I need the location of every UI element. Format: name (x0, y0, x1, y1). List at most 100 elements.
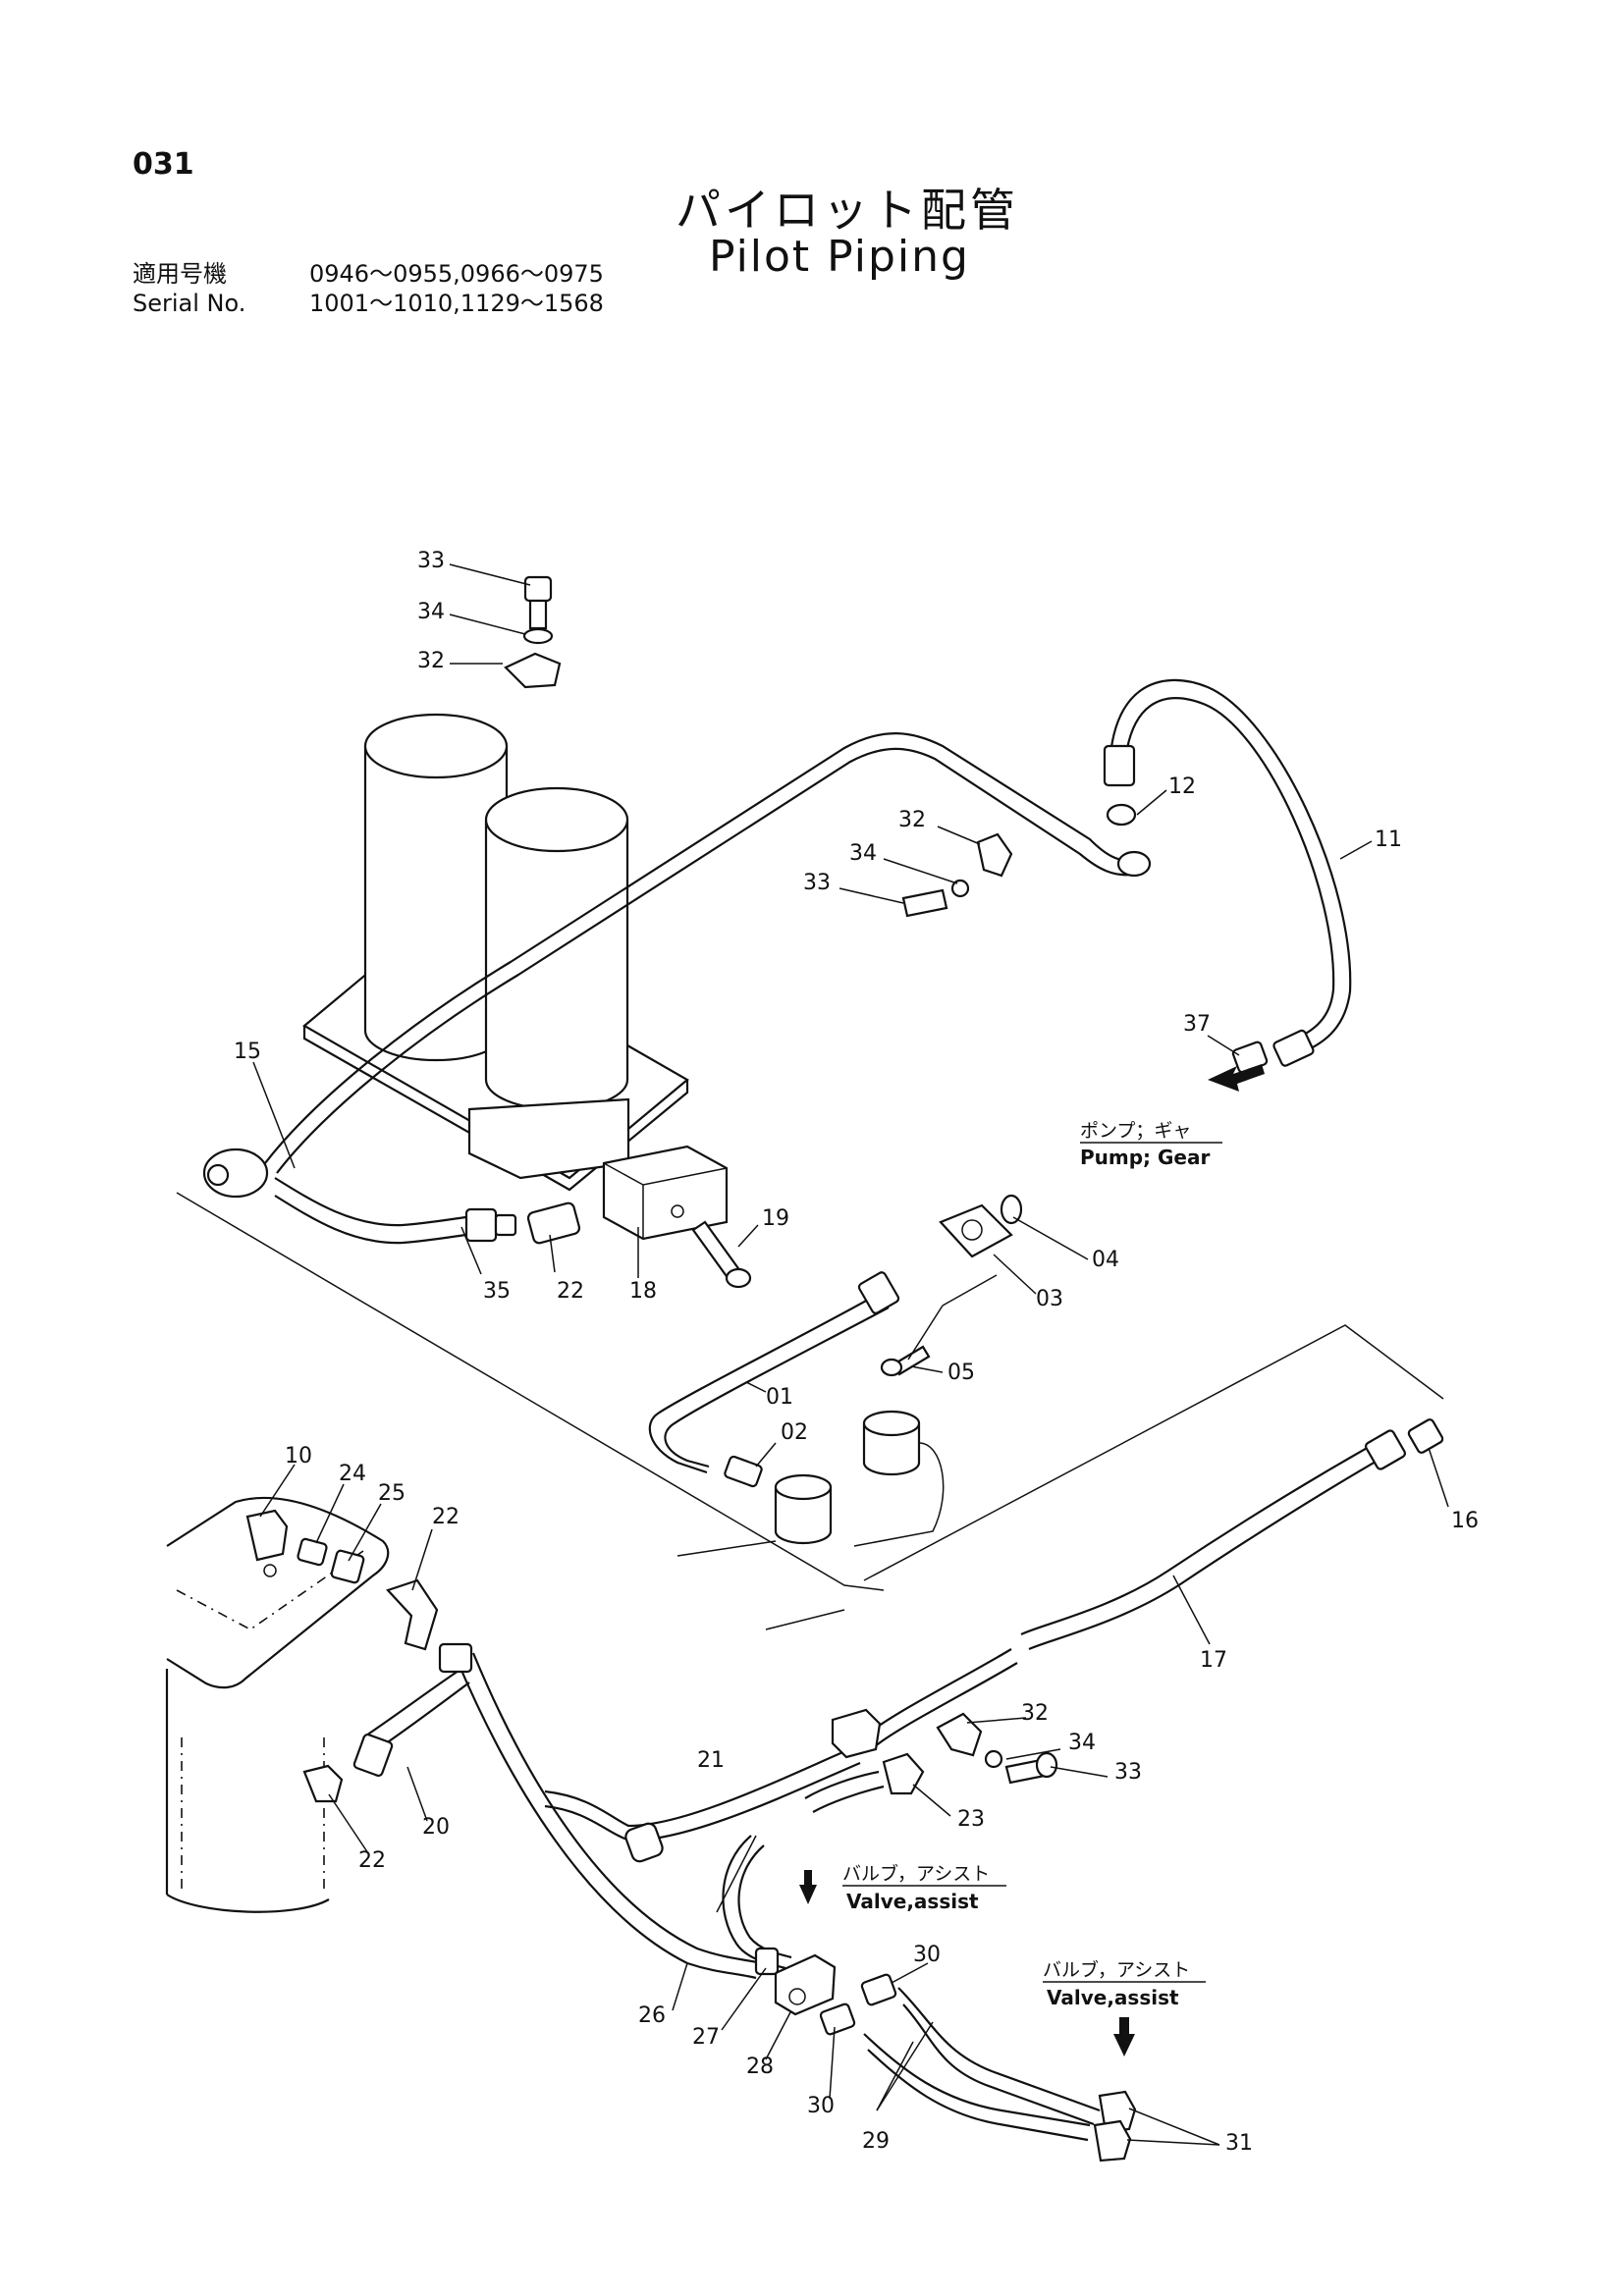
callout-33-top: 33 (417, 549, 445, 573)
callout-18: 18 (629, 1279, 657, 1304)
clamp-32-top (504, 652, 562, 689)
callout-17: 17 (1200, 1648, 1227, 1673)
callout-26: 26 (638, 2003, 666, 2028)
elbow-31 (1093, 2090, 1137, 2163)
elbow-22-low (302, 1764, 344, 1803)
caption-pump: ポンプ；ギャ Pump; Gear (1080, 1120, 1222, 1169)
callout-24: 24 (339, 1462, 366, 1486)
bolt-05 (880, 1345, 931, 1377)
callout-22-mid: 22 (432, 1505, 460, 1529)
callout-28: 28 (746, 2055, 774, 2079)
callout-10: 10 (285, 1444, 312, 1468)
filter-cylinder-front (484, 786, 629, 1111)
callout-31: 31 (1225, 2131, 1253, 2156)
valve-cylinder-stub (774, 1410, 945, 1547)
callout-21: 21 (697, 1748, 725, 1773)
title-english: Pilot Piping (709, 232, 970, 282)
callout-02: 02 (781, 1420, 808, 1445)
fitting-16 (1407, 1418, 1444, 1454)
fitting-12 (1106, 803, 1152, 878)
leader-lines (252, 563, 1449, 2146)
bolt-19 (691, 1220, 752, 1289)
pump-arrow-icon (1208, 1064, 1265, 1092)
hose-29 (863, 1987, 1101, 2142)
fitting-23 (804, 1752, 925, 1813)
fitting-25 (330, 1549, 365, 1584)
callout-23: 23 (957, 1807, 985, 1832)
callout-16: 16 (1451, 1509, 1479, 1533)
valve-block-18 (602, 1145, 729, 1241)
serial-row-2: Serial No. 1001～1010,1129～1568 (133, 289, 604, 318)
callout-22-low: 22 (358, 1848, 386, 1873)
fitting-30-lower (819, 2002, 856, 2036)
hose-lower-link (544, 1745, 861, 1863)
valve-arrow-icon-1 (799, 1870, 817, 1904)
flange-03 (939, 1203, 1013, 1258)
page-number: 031 (133, 147, 194, 182)
callout-11: 11 (1375, 828, 1402, 852)
callout-33-lower: 33 (1114, 1760, 1142, 1785)
elbow-10 (245, 1509, 289, 1577)
fitting-22-upper (526, 1201, 581, 1245)
clamp-set-upper (901, 832, 1013, 918)
callout-35: 35 (483, 1279, 511, 1304)
callout-34-upper: 34 (849, 841, 877, 866)
fitting-24 (297, 1537, 328, 1567)
pipe-upper-long (264, 732, 1140, 1174)
callout-19: 19 (762, 1206, 789, 1231)
hose-26 (438, 1642, 763, 1980)
callout-34-top: 34 (417, 600, 445, 624)
callout-30-upper: 30 (913, 1943, 941, 1967)
hose-11 (1103, 678, 1352, 1067)
caption-pump-en: Pump; Gear (1080, 1146, 1210, 1169)
tee-28 (774, 1953, 837, 2016)
callout-29: 29 (862, 2129, 890, 2154)
reference-lines (176, 1192, 1444, 1630)
hose-35 (274, 1177, 517, 1245)
base-block (467, 1097, 630, 1180)
callout-32-upper: 32 (898, 808, 926, 832)
clamp-set-lower (936, 1712, 1058, 1785)
callout-25: 25 (378, 1481, 406, 1506)
hose-20 (352, 1668, 470, 1778)
pipe-15 (202, 1148, 269, 1199)
valve-arrow-icon-2 (1113, 2017, 1135, 2056)
tee-upper-small (831, 1708, 882, 1759)
caption-pump-jp: ポンプ；ギャ (1080, 1120, 1191, 1142)
caption-valve-1: バルブ，アシスト Valve,assist (842, 1862, 1006, 1913)
callout-34-lower: 34 (1068, 1731, 1096, 1755)
adapter-02 (724, 1455, 763, 1488)
caption-valve-2: バルブ，アシスト Valve,assist (1043, 1958, 1206, 2009)
tank-lower (165, 1496, 390, 1913)
callout-33-upper: 33 (803, 871, 831, 895)
callout-32-top: 32 (417, 649, 445, 673)
callout-32-lower: 32 (1021, 1701, 1049, 1726)
caption-valve-1-en: Valve,assist (846, 1890, 979, 1913)
caption-valve-2-en: Valve,assist (1047, 1986, 1179, 2009)
serial-label-en: Serial No. (133, 290, 246, 317)
fitting-30-upper (860, 1973, 897, 2006)
callout-01: 01 (766, 1385, 793, 1410)
caption-valve-2-jp: バルブ，アシスト (1043, 1958, 1190, 1981)
callout-03: 03 (1036, 1287, 1063, 1311)
callout-20: 20 (422, 1815, 450, 1840)
title-japanese: パイロット配管 (676, 184, 1019, 237)
callout-27: 27 (692, 2025, 720, 2050)
callout-22-upper: 22 (557, 1279, 584, 1304)
filter-cylinder-rear (363, 713, 509, 1062)
callout-05: 05 (947, 1361, 975, 1385)
serial-range-2: 1001～1010,1129～1568 (309, 290, 604, 317)
bolt-33-top (523, 575, 553, 630)
callout-30-lower: 30 (807, 2094, 835, 2118)
fitting-27 (754, 1947, 780, 1976)
callout-37: 37 (1183, 1012, 1211, 1037)
callout-12: 12 (1168, 774, 1196, 799)
elbow-22-mid (386, 1578, 439, 1651)
serial-label-jp: 適用号機 (133, 260, 227, 288)
callout-labels: 33 34 32 12 11 32 34 33 37 15 35 22 18 1… (234, 549, 1479, 2156)
washer-34-top (522, 627, 554, 645)
hose-01 (648, 1271, 900, 1474)
